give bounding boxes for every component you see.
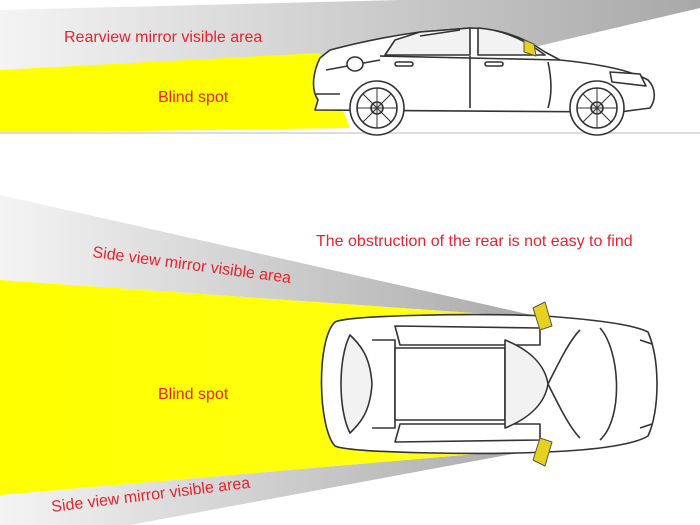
upper-mirror-icon (532, 301, 553, 331)
car-top-view-icon (320, 301, 658, 467)
lower-side-mirror-visible-area (0, 448, 545, 525)
top-blind-spot-area (0, 53, 350, 133)
top-diagram: Rearview mirror visible area Blind spot (0, 0, 700, 136)
bottom-diagram: The obstruction of the rear is not easy … (0, 195, 658, 525)
obstruction-label: The obstruction of the rear is not easy … (316, 233, 633, 250)
lower-mirror-icon (532, 437, 553, 467)
top-blind-spot-label: Blind spot (158, 89, 229, 106)
car-side-view-icon (312, 27, 656, 136)
rearview-mirror-label: Rearview mirror visible area (64, 29, 262, 46)
top-mirror-icon (523, 39, 537, 57)
bottom-blind-spot-label: Blind spot (158, 386, 229, 403)
rearview-visible-area (0, 0, 700, 70)
upper-side-mirror-visible-area (0, 195, 545, 318)
